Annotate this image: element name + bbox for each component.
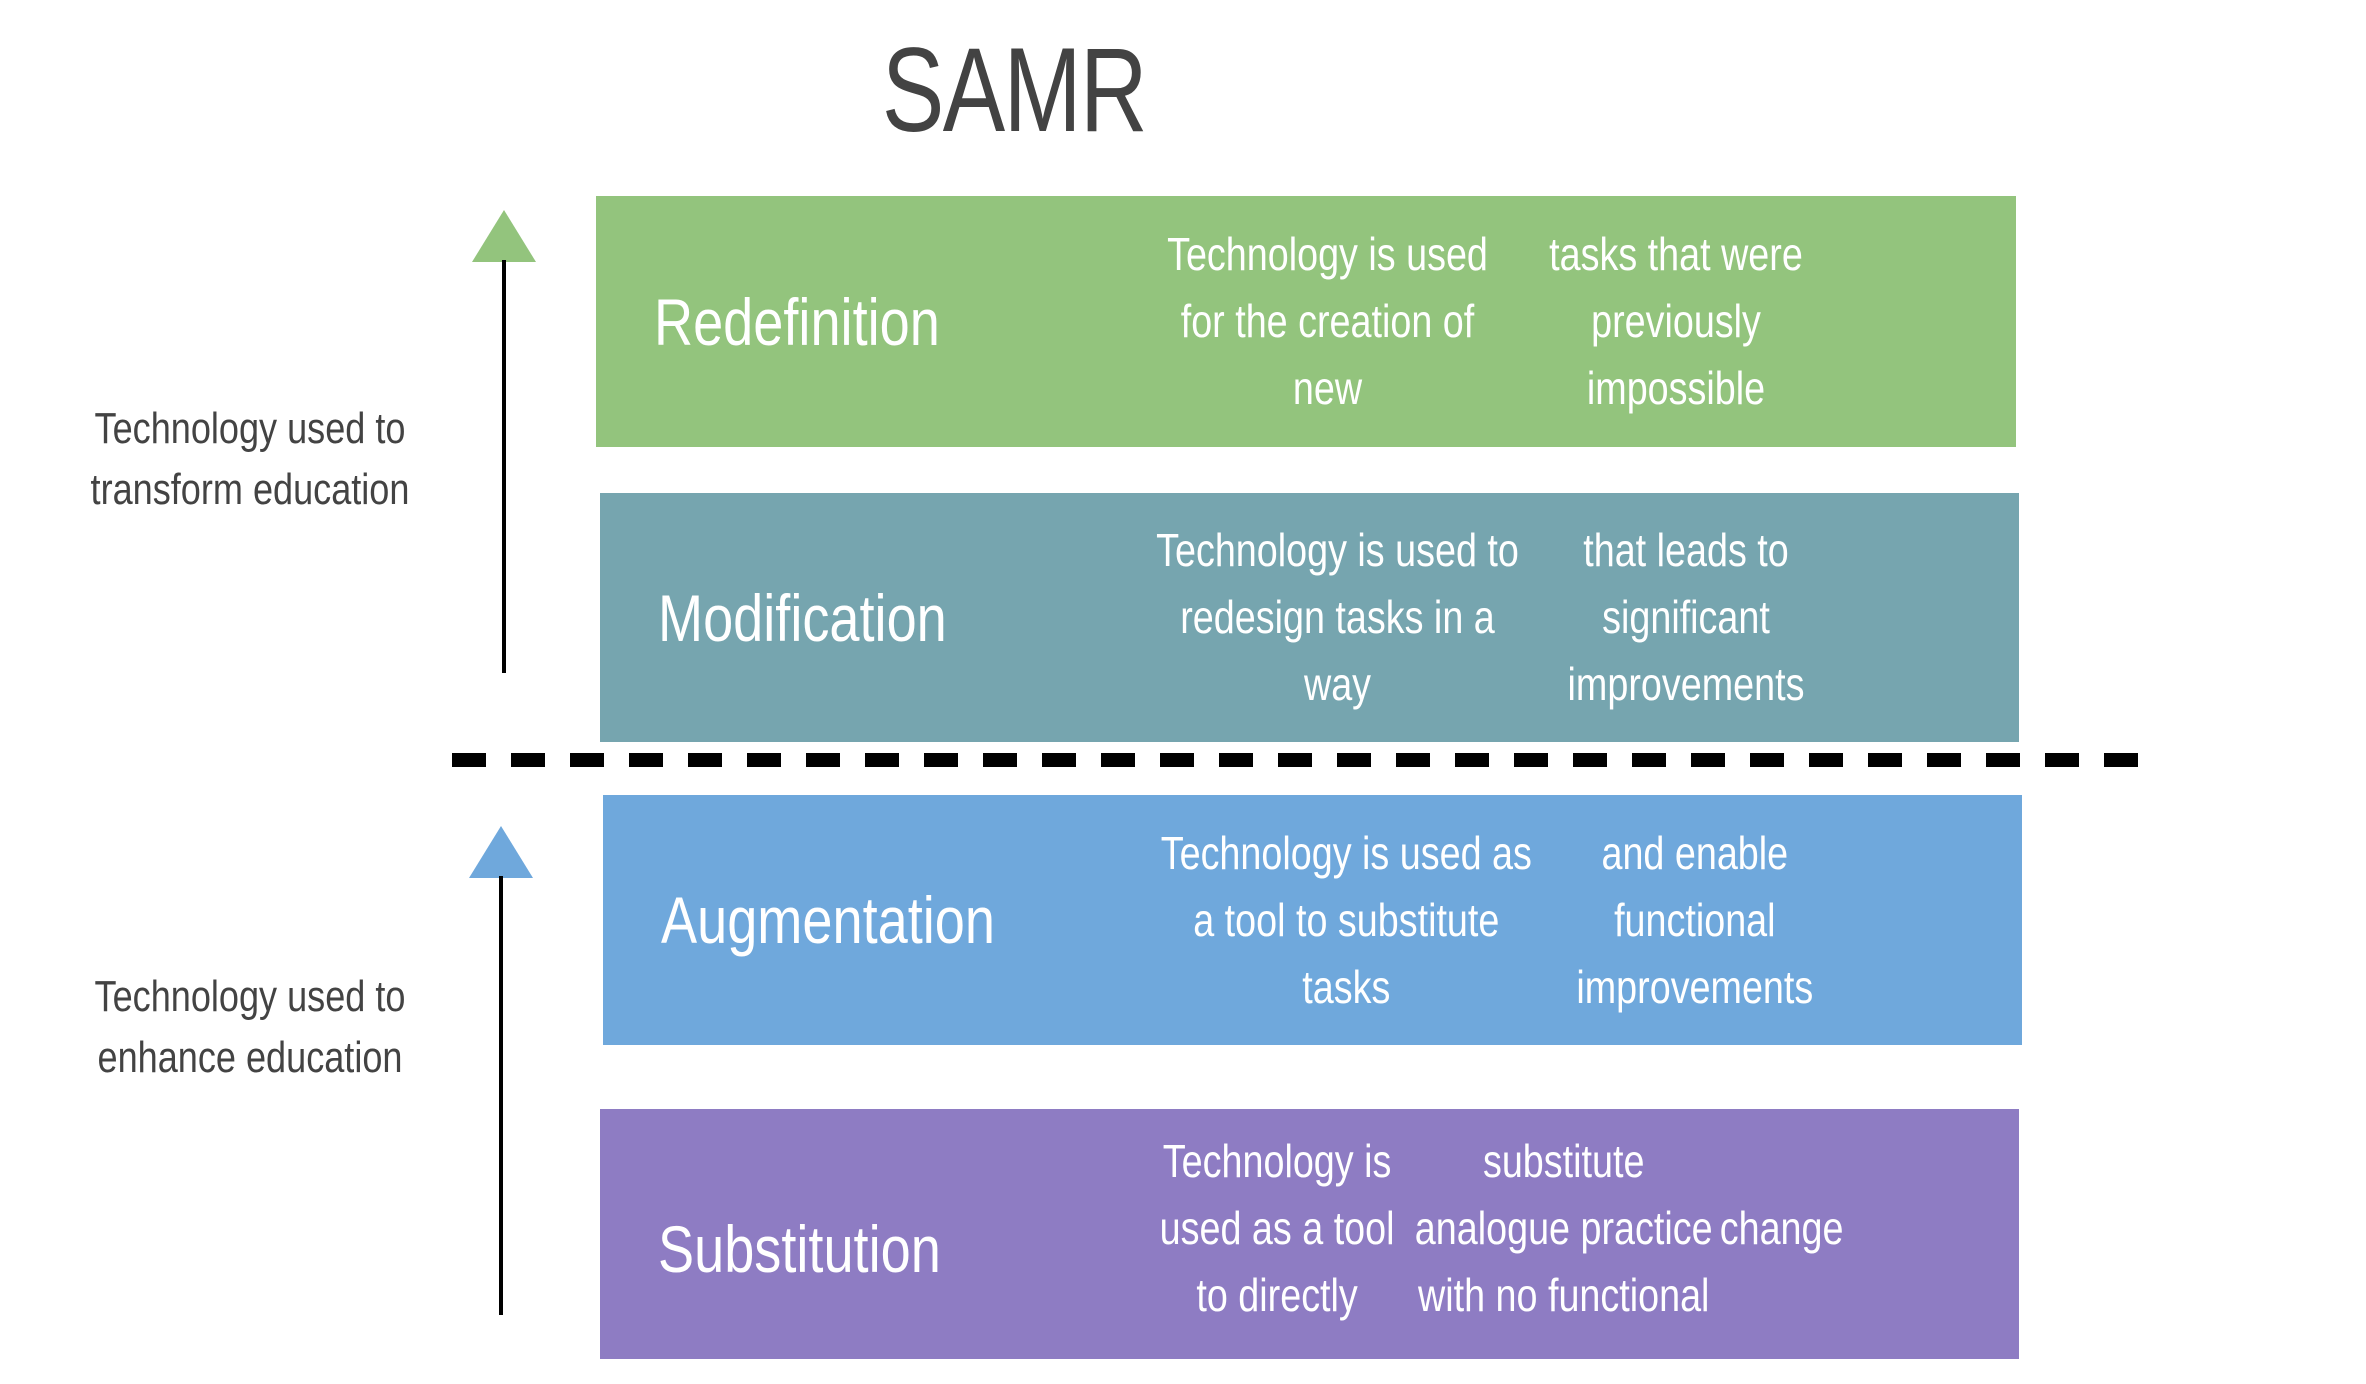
dashed-divider [452, 753, 2142, 767]
level-augmentation: Augmentation Technology is used as a too… [603, 795, 2022, 1045]
level-description-modification: Technology is used to redesign tasks in … [1147, 493, 1844, 742]
level-description-line: Technology is used as a tool to directly [1159, 1134, 1395, 1321]
level-name-substitution: Substitution [658, 1212, 941, 1286]
level-description-line: change [1719, 1201, 1844, 1254]
level-description-line: substitute analogue practice with no fun… [1414, 1134, 1713, 1321]
side-label-transform-line-1: Technology used to [94, 404, 406, 453]
lower-arrow-shaft [499, 876, 503, 1315]
level-description-redefinition: Technology is used for the creation of n… [1143, 196, 1840, 447]
side-label-transform: Technology used to transform education [78, 398, 422, 520]
side-label-enhance-line-2: enhance education [97, 1033, 403, 1082]
upper-arrow-head-icon [472, 210, 536, 262]
level-name-redefinition: Redefinition [654, 284, 940, 359]
level-substitution: Substitution Technology is used as a too… [600, 1109, 2019, 1359]
level-description-line: Technology is used as a tool to substitu… [1160, 826, 1532, 1013]
side-label-enhance: Technology used to enhance education [78, 966, 422, 1088]
level-description-line: Technology is used for the creation of n… [1167, 228, 1488, 414]
level-modification: Modification Technology is used to redes… [600, 493, 2019, 742]
level-description-line: that leads to significant improvements [1567, 524, 1805, 710]
level-description-line: Technology is used to redesign tasks in … [1156, 524, 1519, 710]
level-description-augmentation: Technology is used as a tool to substitu… [1150, 795, 1847, 1045]
level-name-modification: Modification [658, 580, 947, 655]
side-label-transform-line-2: transform education [90, 465, 410, 514]
level-redefinition: Redefinition Technology is used for the … [596, 196, 2016, 447]
level-name-augmentation: Augmentation [661, 883, 995, 957]
diagram-title: SAMR [881, 23, 1148, 157]
upper-arrow-shaft [502, 260, 506, 673]
level-description-line: tasks that were previously impossible [1549, 228, 1803, 414]
level-description-line: and enable functional improvements [1576, 826, 1814, 1013]
side-label-enhance-line-1: Technology used to [94, 972, 406, 1021]
lower-arrow-head-icon [469, 826, 533, 878]
level-description-substitution: Technology is used as a tool to directly… [1147, 1097, 1844, 1359]
